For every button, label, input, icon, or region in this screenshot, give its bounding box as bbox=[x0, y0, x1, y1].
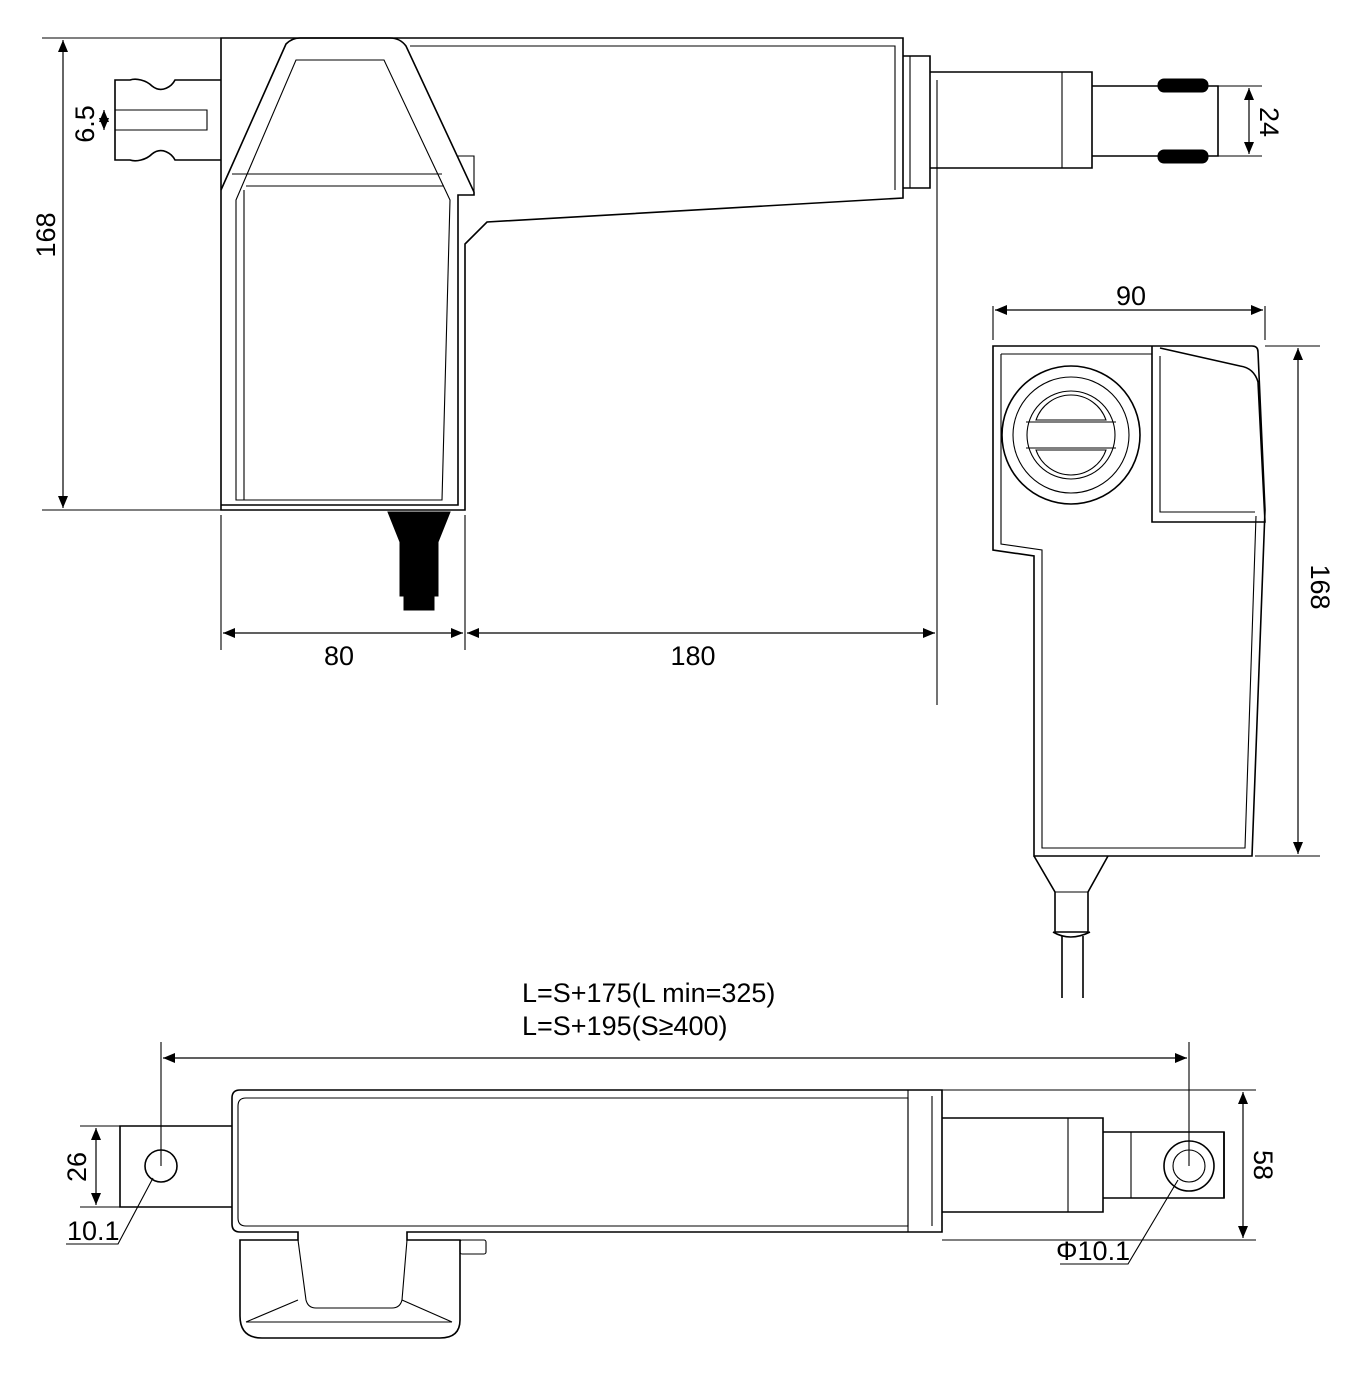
dim-10-1-rear: 10.1 bbox=[67, 1216, 120, 1246]
knob-outer bbox=[1001, 365, 1141, 505]
rod-end-band-bottom bbox=[1157, 149, 1209, 164]
gearbox-inner bbox=[235, 59, 451, 501]
side-view: 90 168 bbox=[992, 281, 1335, 998]
top-tube bbox=[942, 1117, 1104, 1213]
gearbox-cover bbox=[220, 37, 475, 506]
rod-end-band-top bbox=[1157, 78, 1209, 93]
top-rear-clevis bbox=[119, 1125, 232, 1208]
dim-180: 180 bbox=[670, 641, 715, 671]
rod-collar bbox=[903, 55, 931, 189]
rod-end bbox=[1092, 85, 1219, 157]
rear-clevis bbox=[114, 78, 221, 162]
leader-front-hole bbox=[1060, 1179, 1179, 1265]
dim-10-1-front: Φ10.1 bbox=[1056, 1236, 1130, 1266]
dim-80: 80 bbox=[324, 641, 354, 671]
side-cover bbox=[1151, 346, 1266, 523]
top-gearbox bbox=[297, 1239, 408, 1309]
formula-line-1: L=S+175(L min=325) bbox=[522, 978, 775, 1008]
outer-tube bbox=[930, 71, 1093, 169]
dim-58: 58 bbox=[1248, 1150, 1278, 1180]
top-body bbox=[231, 1089, 943, 1339]
dim-168-side: 168 bbox=[1305, 564, 1335, 609]
dim-90: 90 bbox=[1116, 281, 1146, 311]
clevis-slot bbox=[115, 109, 208, 131]
side-cable bbox=[1061, 936, 1084, 998]
leader-rear-hole bbox=[66, 1177, 154, 1245]
side-body bbox=[992, 345, 1266, 857]
side-cable-gland bbox=[1033, 855, 1109, 933]
dim-26: 26 bbox=[62, 1152, 92, 1182]
knob-inner bbox=[1026, 390, 1116, 480]
dim-6-5: 6.5 bbox=[70, 105, 100, 143]
formula-line-2: L=S+195(S≥400) bbox=[522, 1011, 727, 1041]
knob-mid bbox=[1012, 376, 1130, 494]
front-view: 168 6.5 24 80 180 bbox=[31, 37, 1284, 705]
body-outline bbox=[220, 37, 904, 511]
cable-gland bbox=[387, 511, 451, 543]
dim-24: 24 bbox=[1254, 107, 1284, 137]
dim-168-front: 168 bbox=[31, 212, 61, 257]
motor-inner-line bbox=[410, 45, 896, 190]
top-view: L=S+175(L min=325) L=S+195(S≥400) 26 58 … bbox=[62, 978, 1278, 1339]
